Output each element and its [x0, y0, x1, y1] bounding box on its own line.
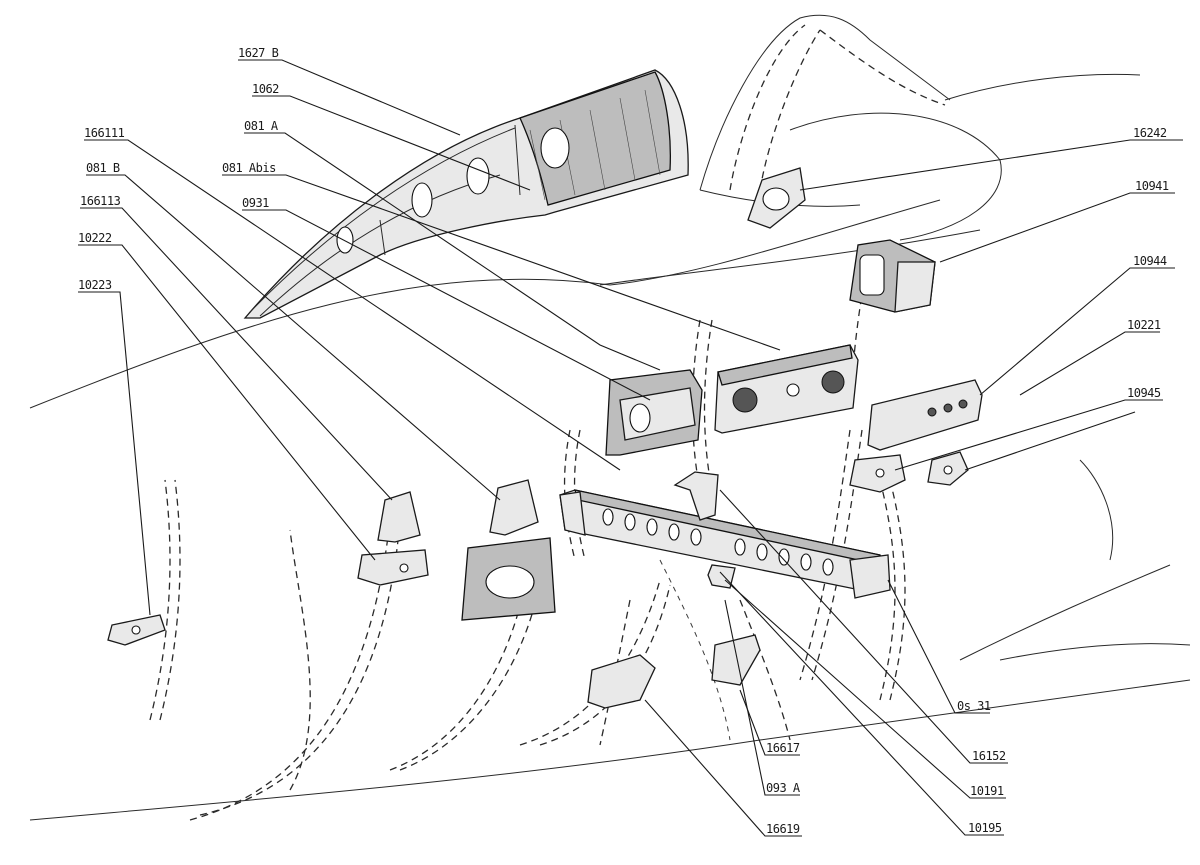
main-beam-0931 [559, 489, 891, 599]
part-10222 [357, 549, 429, 586]
callout-093a: 093 A [766, 781, 801, 795]
callout-10191: 10191 [970, 784, 1004, 798]
part-166111 [489, 479, 539, 536]
callout-166111: 166111 [84, 126, 125, 140]
windshield-frame-1627b [243, 69, 689, 319]
callout-0931: 0931 [242, 196, 269, 210]
leader-lines [78, 59, 1183, 837]
part-16152-bracket [673, 471, 719, 521]
part-081b-plate [461, 537, 556, 621]
part-16619 [587, 654, 656, 709]
part-16242 [747, 167, 806, 229]
callout-1062: 1062 [252, 82, 279, 96]
part-081a-bracket [605, 369, 703, 456]
callout-081abis: 081 Abis [222, 161, 276, 175]
callout-16242: 16242 [1133, 126, 1167, 140]
callout-16619: 16619 [766, 822, 800, 836]
callout-10222: 10222 [78, 231, 112, 245]
callout-0s31: 0s 31 [957, 699, 991, 713]
callout-16152: 16152 [972, 749, 1006, 763]
callout-081b: 081 B [86, 161, 120, 175]
fuselage-outline [29, 14, 1191, 821]
callout-1627b: 1627 B [238, 46, 279, 60]
callout-10944: 10944 [1133, 254, 1167, 268]
callout-labels: 1627 B 1062 081 A 081 Abis 166111 081 B … [78, 46, 1169, 836]
part-10944-bracket [867, 379, 983, 451]
callout-10221: 10221 [1127, 318, 1161, 332]
part-10945-fitting [927, 451, 969, 486]
part-166113 [377, 491, 421, 543]
callout-166113: 166113 [80, 194, 121, 208]
part-10941 [849, 239, 936, 313]
callout-10223: 10223 [78, 278, 112, 292]
part-1062-plate [714, 344, 859, 434]
part-16617 [711, 634, 761, 686]
callout-081a: 081 A [244, 119, 279, 133]
callout-10945: 10945 [1127, 386, 1161, 400]
callout-10941: 10941 [1135, 179, 1169, 193]
callout-10195: 10195 [968, 821, 1002, 835]
callout-16617: 16617 [766, 741, 800, 755]
part-10223 [107, 614, 166, 646]
part-10221-clip [849, 454, 906, 493]
